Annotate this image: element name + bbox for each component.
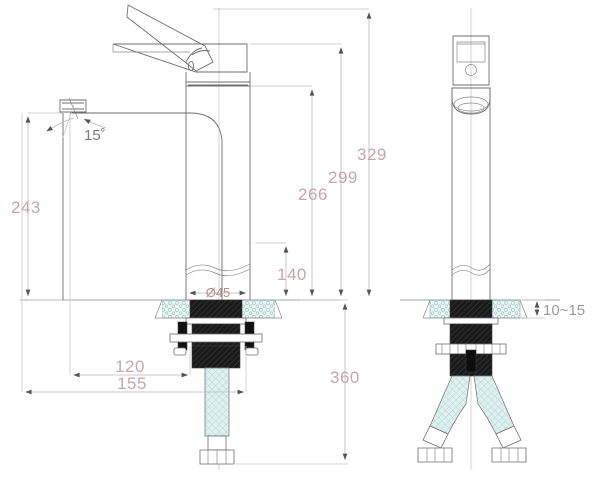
dimension-label-120: 120 (115, 357, 145, 376)
dimension-angle-15: 15˚ (46, 103, 107, 144)
dimension-label-155: 155 (117, 374, 147, 393)
spout-outlet (59, 97, 87, 120)
side-elevation-view (20, 4, 340, 470)
dimension-120: 120 (69, 113, 191, 378)
front-elevation-view (400, 8, 560, 470)
dimension-329: 329 (213, 8, 387, 296)
mounting-shank (169, 299, 263, 369)
dimension-243: 243 (11, 112, 62, 301)
dimension-155: 155 (21, 113, 247, 395)
dimension-label-360: 360 (330, 368, 360, 387)
dimension-10-15: 10~15 (520, 299, 585, 319)
front-body-column (451, 88, 491, 300)
dimension-label-140: 140 (277, 265, 307, 284)
front-handle-block (452, 35, 490, 86)
countertop-slab (20, 299, 340, 319)
dimension-266: 266 (250, 85, 328, 296)
handle-pivot (185, 47, 250, 86)
dimension-label-15deg: 15˚ (84, 127, 106, 144)
handle-lever-horizontal (112, 43, 248, 73)
dimension-diameter-45: Ø45 (189, 285, 246, 300)
supply-hose (199, 367, 235, 465)
handle-lever-raised (126, 4, 214, 72)
body-top-cap (185, 72, 251, 87)
dimension-label-dia45: Ø45 (206, 285, 231, 300)
dimension-140: 140 (255, 242, 307, 296)
dimension-label-10-15: 10~15 (543, 302, 585, 319)
dimension-label-329: 329 (357, 145, 387, 164)
dimension-299: 299 (250, 43, 358, 296)
dimension-label-299: 299 (328, 168, 358, 187)
faucet-body-column (62, 86, 251, 300)
dimension-label-243: 243 (11, 198, 41, 217)
dimension-label-266: 266 (298, 185, 328, 204)
front-supply-hoses (417, 375, 527, 463)
front-mounting-stack (435, 299, 507, 377)
dimension-360: 360 (236, 299, 360, 465)
